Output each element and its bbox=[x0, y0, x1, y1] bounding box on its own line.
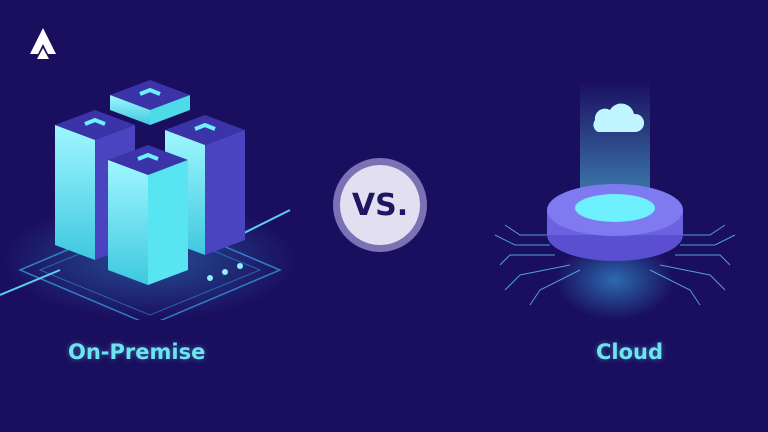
cloud-platform-icon bbox=[494, 80, 736, 320]
brand-logo-icon bbox=[30, 28, 56, 59]
vs-badge: VS. bbox=[333, 158, 427, 252]
cloud-label: Cloud bbox=[596, 340, 664, 364]
on-premise-label: On-Premise bbox=[68, 340, 206, 364]
server-racks-icon bbox=[0, 80, 300, 320]
vs-text: VS. bbox=[340, 165, 420, 245]
